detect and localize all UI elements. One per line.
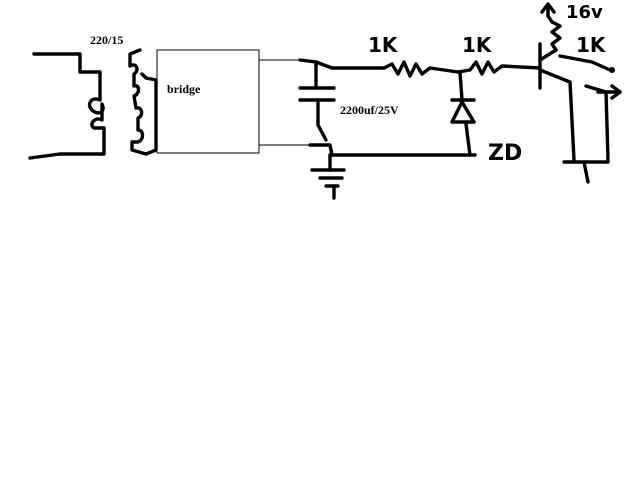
resistor-1	[382, 60, 460, 78]
resistor-2	[456, 60, 542, 76]
bridge-label: bridge	[167, 82, 201, 96]
zener-diode	[450, 70, 476, 157]
transformer-primary	[28, 52, 106, 160]
zener-label: ZD	[488, 141, 522, 166]
ground-rail	[308, 143, 477, 157]
positive-rail	[298, 58, 386, 70]
supply-arrow	[540, 2, 556, 18]
output-wiring	[558, 54, 622, 184]
filter-capacitor	[298, 60, 336, 142]
resistor-2-label: 1K	[462, 33, 493, 57]
transformer-ratio-label: 220/15	[90, 33, 123, 47]
capacitor-value-label: 2200uf/25V	[340, 103, 399, 117]
transistor	[538, 42, 576, 162]
ground-symbol	[310, 153, 346, 200]
bridge-rectifier	[156, 49, 311, 154]
supply-label: 16v	[566, 2, 603, 23]
resistor-1-label: 1K	[368, 33, 399, 57]
resistor-3-label: 1K	[576, 33, 607, 57]
transformer-secondary	[128, 48, 158, 156]
resistor-3	[546, 14, 562, 52]
